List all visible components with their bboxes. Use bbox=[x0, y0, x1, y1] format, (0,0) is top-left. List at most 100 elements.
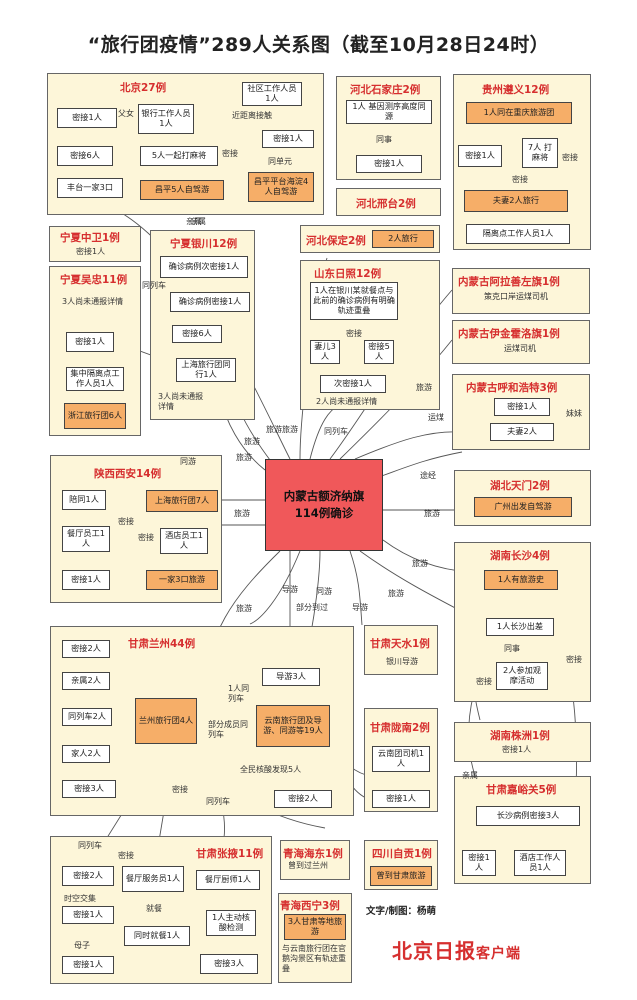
note-wz: 3人尚未通报详情 bbox=[62, 297, 124, 306]
node-lz-guide: 导游3人 bbox=[262, 668, 320, 686]
node-sx-family: 一家3口旅游 bbox=[146, 570, 218, 590]
node-zy-contact3: 密接3人 bbox=[200, 954, 258, 974]
node-sd-secondary: 次密接1人 bbox=[320, 375, 386, 393]
label-mijie-cs2: 密接 bbox=[566, 655, 582, 664]
node-hh-contact: 密接1人 bbox=[494, 398, 550, 416]
region-title-nm-alxa: 内蒙古阿拉善左旗1例 bbox=[458, 276, 560, 288]
node-zy-waiter: 餐厅服务员1人 bbox=[122, 866, 184, 892]
region-title-hunan-cs: 湖南长沙4例 bbox=[490, 550, 550, 562]
label-jinju: 近距离接触 bbox=[232, 111, 272, 120]
node-lz-train: 同列车2人 bbox=[62, 708, 112, 726]
center-line2: 114例确诊 bbox=[294, 506, 354, 520]
label-lvyou-3: 旅游 bbox=[266, 425, 282, 434]
node-ln-driver: 云南团司机1人 bbox=[372, 746, 430, 772]
label-lvyou-10: 旅游 bbox=[234, 509, 250, 518]
node-sx-hotel: 酒店员工1人 bbox=[160, 528, 208, 554]
node-lz-contact3: 密接3人 bbox=[62, 780, 116, 798]
node-cs-trip: 1人长沙出差 bbox=[486, 618, 554, 636]
node-ts-guide: 银川导游 bbox=[386, 657, 418, 666]
note-yc: 3人尚未通报详情 bbox=[158, 392, 204, 411]
label-mijie-zy: 密接 bbox=[118, 851, 134, 860]
region-qinghai-hd bbox=[280, 840, 350, 880]
region-title-hubei: 湖北天门2例 bbox=[490, 480, 550, 492]
node-bj-contact-6: 密接6人 bbox=[57, 146, 113, 166]
label-lvyou-1: 旅游 bbox=[244, 437, 260, 446]
node-zw-contact: 密接1人 bbox=[76, 247, 106, 256]
region-hebei-xt bbox=[336, 188, 441, 216]
label-qinshu-2: 亲属 bbox=[186, 217, 202, 226]
node-sx-shanghai: 上海旅行团7人 bbox=[146, 490, 218, 512]
node-lz-tour: 兰州旅行团4人 bbox=[135, 698, 197, 744]
brand-main: 北京日报 bbox=[392, 939, 476, 963]
region-title-shaanxi: 陕西西安14例 bbox=[94, 468, 162, 480]
node-yc-contact6: 密接6人 bbox=[172, 325, 222, 343]
label-qinshu-jyg: 亲属 bbox=[462, 771, 478, 780]
label-mijie-gz2: 密接 bbox=[512, 175, 528, 184]
node-yc-contact: 确诊病例密接1人 bbox=[170, 292, 250, 312]
node-sjz-1: 1人 基因测序高度同源 bbox=[346, 100, 432, 124]
page-title: “旅行团疫情”289人关系图（截至10月28日24时） bbox=[87, 34, 550, 56]
region-title-hebei-xt: 河北邢台2例 bbox=[356, 198, 416, 210]
region-title-beijing: 北京27例 bbox=[120, 82, 167, 94]
node-lz-nucleic: 全民核酸发现5人 bbox=[240, 765, 302, 774]
label-shikong: 时空交集 bbox=[64, 894, 96, 903]
region-nm-ejlq bbox=[452, 320, 590, 364]
label-meimei: 妹妹 bbox=[566, 409, 582, 418]
label-1ren-tlc: 1人同列车 bbox=[228, 684, 250, 703]
node-sx-companion: 陪同1人 bbox=[62, 490, 106, 510]
node-sd-diner: 1人在银川某就餐点与此前的确诊病例有明确轨迹重叠 bbox=[310, 282, 398, 320]
node-bj-changping5: 昌平5人自驾游 bbox=[140, 180, 224, 200]
node-jyg-hotel: 酒店工作人员1人 bbox=[514, 850, 566, 876]
node-bd-travel: 2人旅行 bbox=[372, 230, 434, 248]
label-lvyou-6: 旅游 bbox=[424, 509, 440, 518]
node-ln-contact: 密接1人 bbox=[372, 790, 430, 808]
label-fuyu: 父女 bbox=[118, 109, 134, 118]
node-zy-contact1: 密接1人 bbox=[62, 906, 114, 924]
node-gz-isolation: 隔离点工作人员1人 bbox=[466, 224, 570, 244]
node-cs-observe: 2人参加观摩活动 bbox=[496, 662, 548, 690]
region-title-gansu-jyg: 甘肃嘉峪关5例 bbox=[486, 784, 557, 796]
region-ningxia-zw bbox=[49, 226, 141, 262]
region-title-gansu-ts: 甘肃天水1例 bbox=[370, 638, 430, 650]
label-tuzhong: 途经 bbox=[420, 471, 436, 480]
label-muzi: 母子 bbox=[74, 941, 90, 950]
node-zy-contact2: 密接2人 bbox=[62, 866, 114, 886]
label-mijie-gz: 密接 bbox=[562, 153, 578, 162]
node-gz-chongqing: 1人同在重庆旅游团 bbox=[466, 102, 572, 124]
label-mijie-cs: 密接 bbox=[476, 677, 492, 686]
region-title-hebei-bd: 河北保定2例 bbox=[306, 235, 366, 247]
label-lvyou-2: 旅游 bbox=[236, 453, 252, 462]
node-bj-contact-1: 密接1人 bbox=[57, 108, 117, 128]
node-bj-mahjong: 5人一起打麻将 bbox=[140, 146, 218, 166]
region-title-ningxia-wz: 宁夏吴忠11例 bbox=[60, 274, 128, 286]
node-wz-contact: 密接1人 bbox=[66, 332, 114, 352]
label-lvyou-4: 旅游 bbox=[282, 425, 298, 434]
region-title-gansu-lz: 甘肃兰州44例 bbox=[128, 638, 196, 650]
region-title-gansu-zy: 甘肃张掖11例 bbox=[196, 848, 264, 860]
label-tongyou-sx: 同游 bbox=[180, 457, 196, 466]
label-tonglieche-yc: 同列车 bbox=[142, 281, 166, 290]
node-zy-contact1b: 密接1人 bbox=[62, 956, 114, 974]
region-title-gansu-ln: 甘肃陇南2例 bbox=[370, 722, 430, 734]
region-gansu-ts bbox=[364, 625, 438, 675]
node-bj-fengtai: 丰台一家3口 bbox=[57, 178, 123, 198]
label-lvyou-7: 旅游 bbox=[412, 559, 428, 568]
node-sd-contact5: 密接5人 bbox=[364, 340, 394, 364]
node-lz-contact2: 密接2人 bbox=[62, 640, 110, 658]
node-sx-restaurant: 餐厅员工1人 bbox=[62, 526, 110, 552]
node-yc-secondary: 确诊病例次密接1人 bbox=[160, 256, 248, 278]
region-title-nm-hhht: 内蒙古呼和浩特3例 bbox=[466, 382, 558, 394]
node-cs-history: 1人有旅游史 bbox=[484, 570, 558, 590]
node-xn-trip: 3人甘肃等地旅游 bbox=[284, 914, 346, 940]
label-daoyou-1: 导游 bbox=[352, 603, 368, 612]
label-mijie-sx: 密接 bbox=[118, 517, 134, 526]
note-xn: 与云南旅行团在官鹅沟景区有轨迹重叠 bbox=[282, 944, 346, 973]
note-sd: 2人尚未通报详情 bbox=[316, 397, 378, 406]
label-lvyou-8: 旅游 bbox=[388, 589, 404, 598]
region-title-ningxia-zw: 宁夏中卫1例 bbox=[60, 232, 120, 244]
label-lvyou-5: 旅游 bbox=[416, 383, 432, 392]
node-zy-cook: 餐厅厨师1人 bbox=[196, 870, 260, 890]
label-jiucan: 就餐 bbox=[146, 904, 162, 913]
region-title-qinghai-hd: 青海海东1例 bbox=[283, 848, 343, 860]
